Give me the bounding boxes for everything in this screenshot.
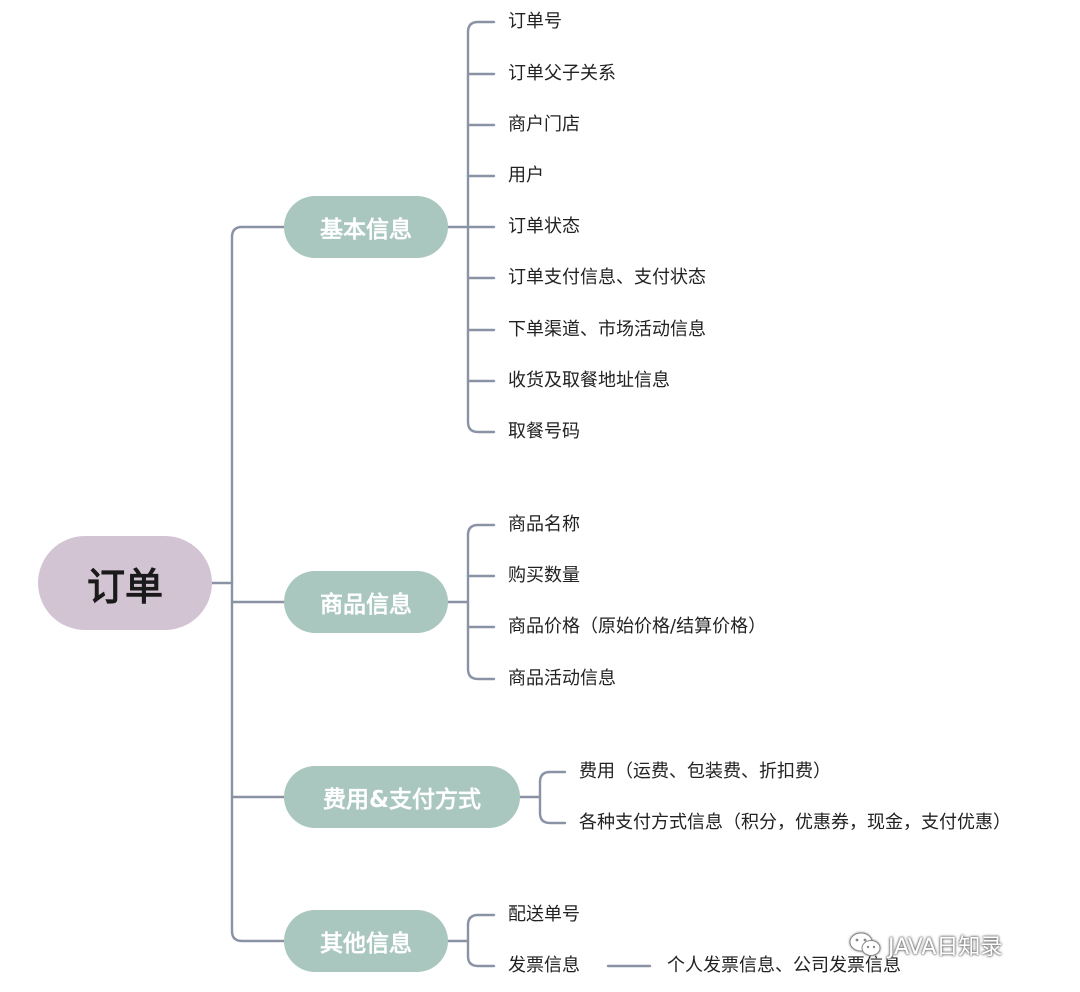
leaf-pickup-number[interactable]: 取餐号码 xyxy=(508,421,580,442)
leaf-connector xyxy=(466,420,496,434)
leaf-payment-methods[interactable]: 各种支付方式信息（积分，优惠券，现金，支付优惠） xyxy=(579,812,1011,833)
branch-connector xyxy=(230,225,286,239)
leaf-invoice-info[interactable]: 发票信息 xyxy=(508,955,580,976)
watermark: JAVA日知录 xyxy=(848,928,1002,962)
wechat-icon xyxy=(849,932,881,956)
leaf-connector xyxy=(466,20,496,34)
leaf-product-name[interactable]: 商品名称 xyxy=(508,514,580,535)
leaf-connector xyxy=(466,954,496,968)
leaf-channel-campaign[interactable]: 下单渠道、市场活动信息 xyxy=(508,319,706,340)
leaf-connector xyxy=(538,811,567,825)
branch-connector xyxy=(230,929,286,943)
leaf-quantity[interactable]: 购买数量 xyxy=(508,565,580,586)
leaf-connector xyxy=(466,913,496,927)
leaf-payment-info[interactable]: 订单支付信息、支付状态 xyxy=(508,267,706,288)
leaf-invoice-types[interactable]: 个人发票信息、公司发票信息 xyxy=(667,955,901,976)
root-node[interactable]: 订单 xyxy=(38,536,212,630)
leaf-delivery-address[interactable]: 收货及取餐地址信息 xyxy=(508,370,670,391)
leaf-connector xyxy=(538,770,567,784)
leaf-order-parent-child[interactable]: 订单父子关系 xyxy=(508,63,616,84)
leaf-product-campaign[interactable]: 商品活动信息 xyxy=(508,668,616,689)
leaf-product-price[interactable]: 商品价格（原始价格/结算价格） xyxy=(508,616,767,637)
leaf-merchant-store[interactable]: 商户门店 xyxy=(508,114,580,135)
branch-fee-payment[interactable]: 费用&支付方式 xyxy=(284,766,520,828)
leaf-user[interactable]: 用户 xyxy=(508,165,544,186)
leaf-connector xyxy=(466,667,496,681)
leaf-order-status[interactable]: 订单状态 xyxy=(508,216,580,237)
watermark-text: JAVA日知录 xyxy=(888,935,1003,960)
leaf-connector xyxy=(466,523,496,537)
branch-product-info[interactable]: 商品信息 xyxy=(284,571,448,633)
leaf-order-number[interactable]: 订单号 xyxy=(508,11,562,32)
branch-other-info[interactable]: 其他信息 xyxy=(284,910,448,972)
leaf-fees[interactable]: 费用（运费、包装费、折扣费） xyxy=(579,761,831,782)
branch-basic-info[interactable]: 基本信息 xyxy=(284,196,448,258)
leaf-delivery-number[interactable]: 配送单号 xyxy=(508,904,580,925)
